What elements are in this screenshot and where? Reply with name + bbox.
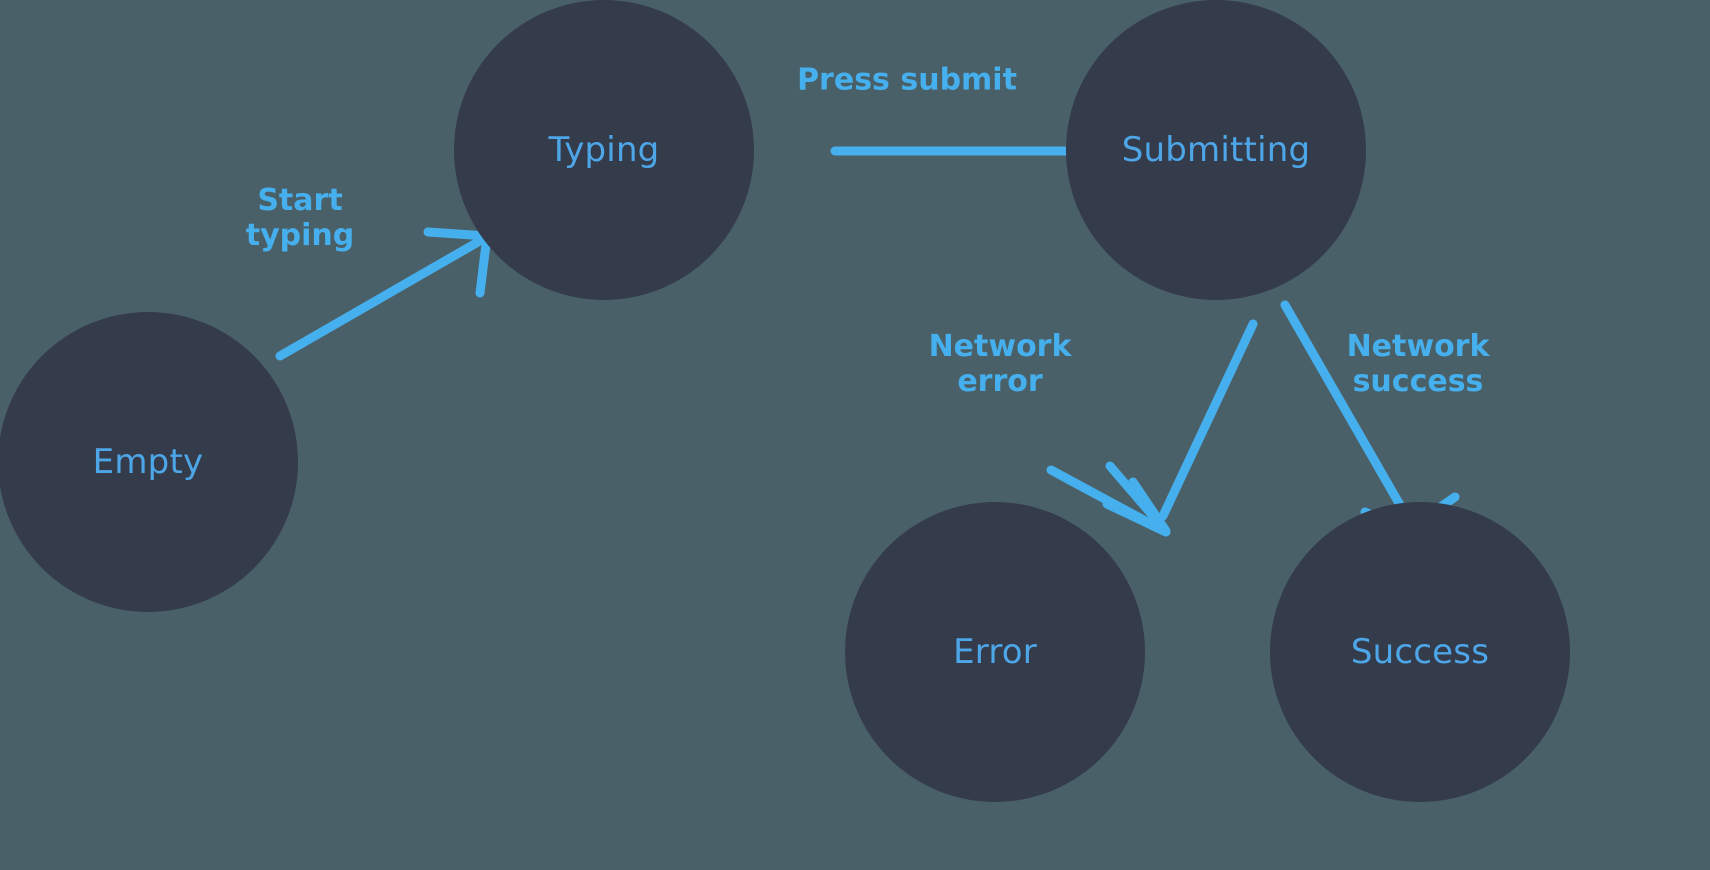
edge-start-typing-line: [275, 237, 483, 361]
edge-network-error: [1046, 319, 1258, 537]
state-node-error-label: Error: [953, 632, 1037, 672]
edge-label-network-success: Network success: [1346, 328, 1490, 399]
edge-label-network-error: Network error: [928, 328, 1072, 399]
state-node-success[interactable]: Success: [1270, 502, 1570, 802]
state-node-submitting[interactable]: Submitting: [1066, 0, 1366, 300]
edge-label-start-typing: Start typing: [245, 182, 355, 253]
state-node-submitting-label: Submitting: [1121, 130, 1311, 170]
state-node-empty-label: Empty: [92, 442, 204, 482]
state-node-error[interactable]: Error: [845, 502, 1145, 802]
state-node-empty[interactable]: Empty: [0, 312, 298, 612]
state-node-typing[interactable]: Typing: [454, 0, 754, 300]
edge-network-error-arrowhead: [1105, 461, 1171, 536]
state-node-success-label: Success: [1350, 632, 1490, 672]
edge-label-press-submit: Press submit: [797, 62, 1017, 98]
edge-network-error-line: [1158, 319, 1258, 521]
edge-start-typing-arrowhead: [423, 227, 492, 298]
state-node-typing-label: Typing: [548, 130, 660, 170]
